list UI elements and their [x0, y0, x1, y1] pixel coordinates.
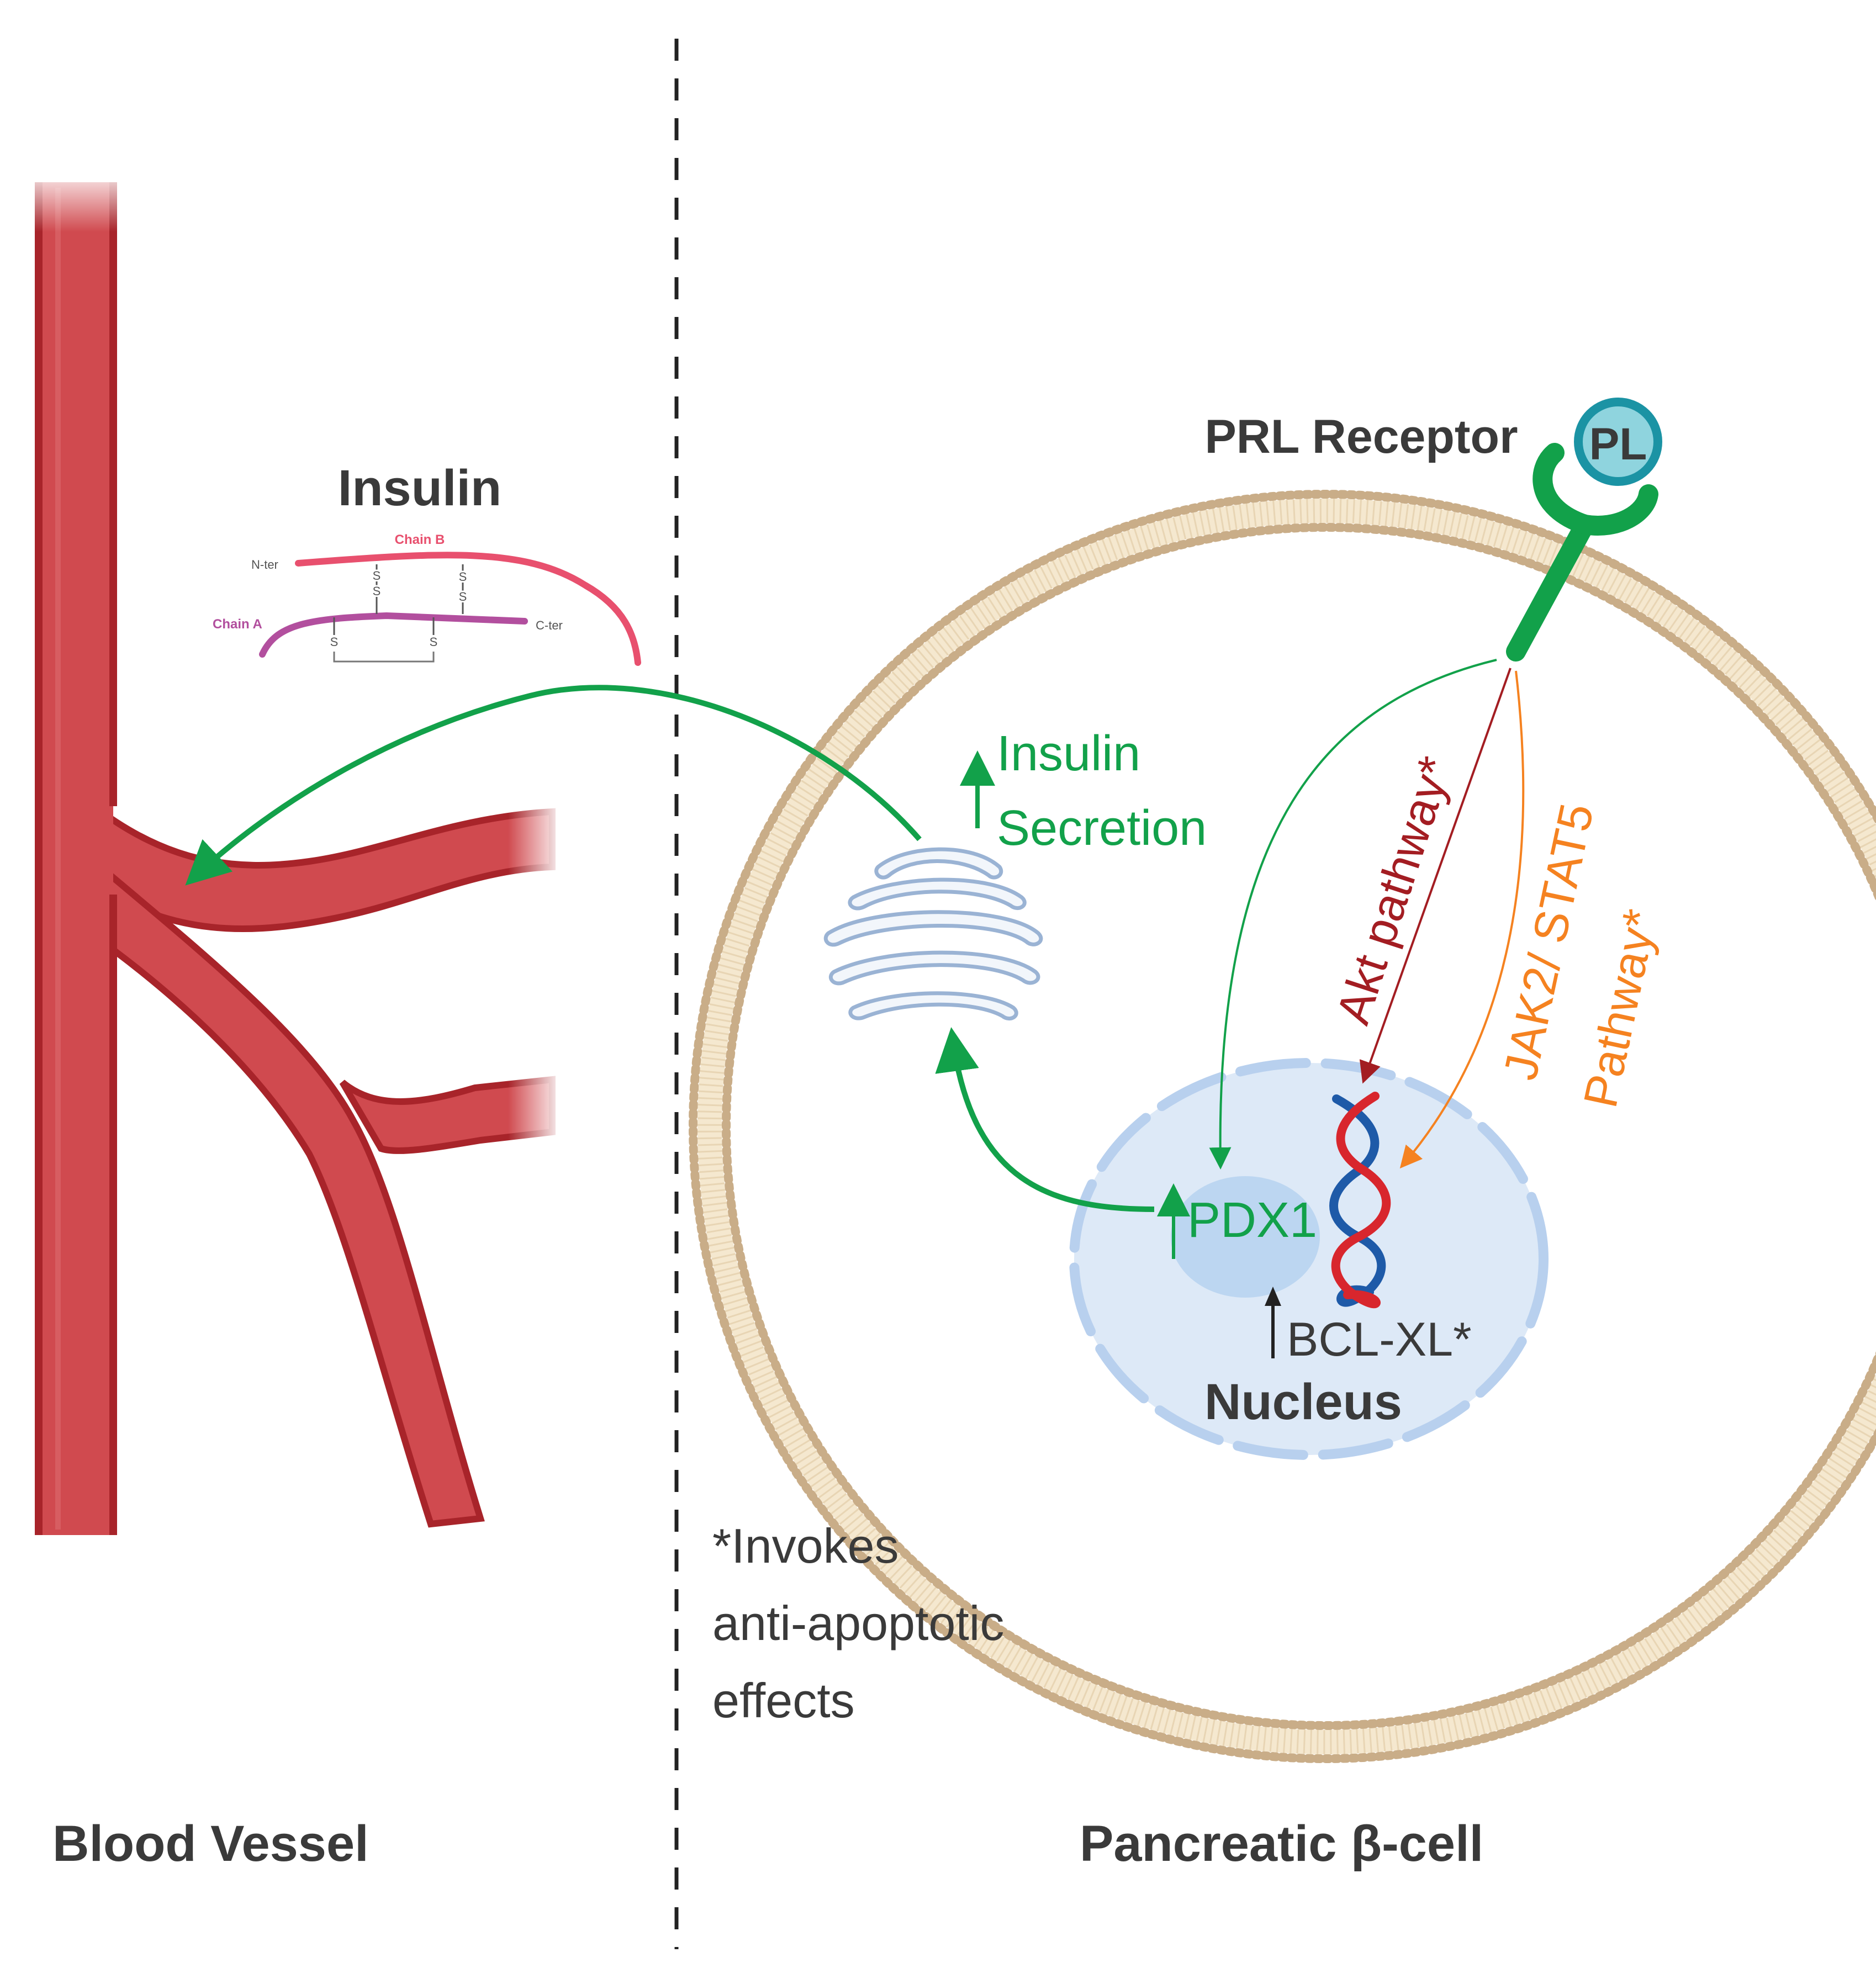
- nucleus-label: Nucleus: [1204, 1374, 1402, 1430]
- pancreatic-cell-label: Pancreatic β-cell: [1080, 1816, 1483, 1872]
- akt-pathway-arrow: [1359, 668, 1512, 1084]
- bclxl-label: BCL-XL*: [1287, 1313, 1472, 1366]
- jak2-stat5-label-line2: Pathway*: [1574, 905, 1667, 1112]
- akt-pathway-label: Akt pathway*: [1327, 750, 1462, 1030]
- sulfur-label: S: [430, 635, 438, 649]
- chain-a-label: Chain A: [213, 617, 262, 632]
- chain-b-strand: [295, 552, 641, 666]
- dna-helix: [1329, 1092, 1391, 1309]
- receptor-to-pdx1-arrow: [1209, 659, 1497, 1170]
- sulfur-label: S: [373, 569, 381, 583]
- secretion-to-vessel-arrow: [185, 685, 922, 886]
- footnote-line3: effects: [712, 1673, 855, 1728]
- insulin-title: Insulin: [338, 460, 501, 516]
- pdx1-to-golgi-arrow: [935, 1027, 1155, 1212]
- nucleolus: [1171, 1176, 1320, 1298]
- footnote-line2: anti-apoptotic: [712, 1596, 1004, 1650]
- prl-receptor-label: PRL Receptor: [1204, 410, 1518, 463]
- pl-label: PL: [1589, 419, 1647, 469]
- sulfur-label: S: [330, 635, 339, 649]
- up-arrow-icon: [1265, 1287, 1281, 1358]
- pdx1-label: PDX1: [1187, 1193, 1317, 1248]
- n-ter-label: N-ter: [251, 558, 278, 572]
- footnote-line1: *Invokes: [712, 1518, 899, 1573]
- insulin-molecule: Insulin Chain B N-ter Chain A C-ter S S …: [213, 460, 641, 666]
- golgi-apparatus: [823, 847, 1043, 1021]
- sulfur-label: S: [459, 570, 467, 584]
- prl-receptor: [1506, 443, 1658, 662]
- insulin-secretion-label-line2: Secretion: [997, 801, 1207, 856]
- insulin-secretion-label-line1: Insulin: [997, 726, 1140, 781]
- chain-a-strand: [259, 612, 528, 658]
- sulfur-label: S: [459, 590, 467, 604]
- placental-lactogen-ligand: PL: [1574, 398, 1662, 486]
- nucleus: Nucleus: [1069, 1058, 1549, 1460]
- sulfur-label: S: [373, 584, 381, 598]
- cell-membrane: [689, 490, 1876, 1763]
- blood-vessel-illustration: [22, 166, 563, 1535]
- chain-b-label: Chain B: [395, 532, 445, 547]
- jak2-stat5-arrow: [1399, 670, 1525, 1169]
- blood-vessel-label: Blood Vessel: [52, 1816, 369, 1872]
- c-ter-label: C-ter: [536, 618, 563, 632]
